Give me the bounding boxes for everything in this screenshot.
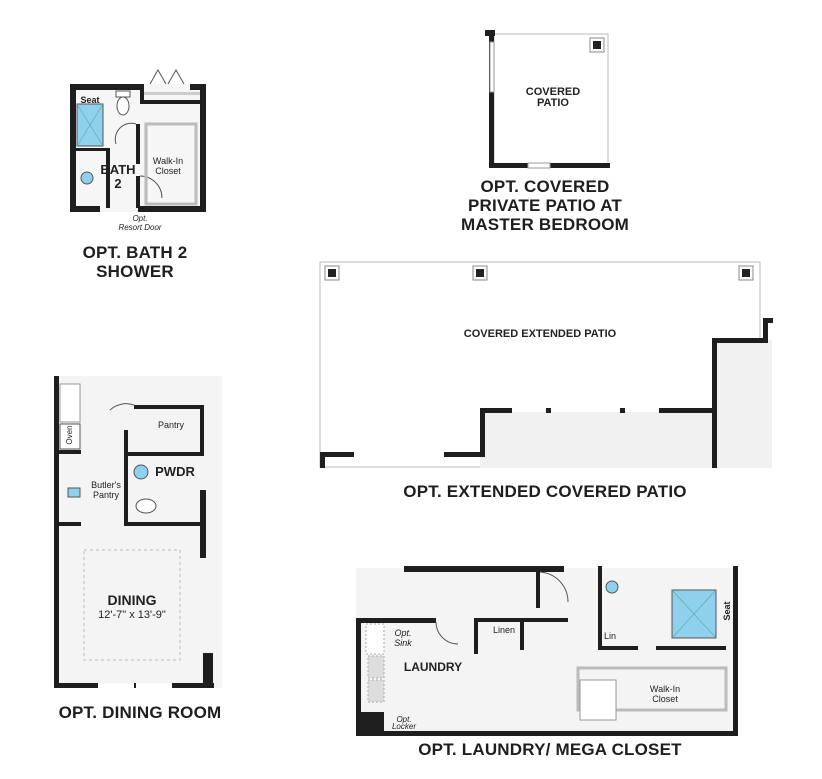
private-patio-room-line2: PATIO — [537, 97, 569, 109]
laundry-linen-label: Linen — [492, 625, 516, 635]
dining-dimensions: 12'-7" x 13'-9" — [98, 609, 166, 621]
bath2-walkin-line1: Walk-In — [152, 156, 184, 166]
bath2-walkin-line2: Closet — [155, 166, 181, 176]
bath2-caption-line2: SHOWER — [96, 262, 174, 281]
private-patio-caption-line1: OPT. COVERED — [480, 177, 610, 196]
laundry-walkin-line1: Walk-In — [649, 684, 681, 694]
extended-patio-room-name: COVERED EXTENDED PATIO — [463, 328, 617, 340]
dining-room-name: DINING — [107, 592, 157, 608]
laundry-lin-label: Lin — [603, 631, 616, 641]
dining-oven-label: Oven — [65, 425, 74, 445]
laundry-sink-line1: Opt. — [394, 628, 412, 638]
bath2-plan — [70, 68, 206, 212]
private-patio-caption-line3: MASTER BEDROOM — [460, 215, 630, 234]
laundry-sink-line2: Sink — [394, 638, 412, 648]
bath2-resort-line1: Opt. — [132, 214, 148, 223]
extended-patio-caption: OPT. EXTENDED COVERED PATIO — [403, 482, 687, 501]
bath2-seat-label: Seat — [80, 95, 100, 105]
laundry-caption: OPT. LAUNDRY/ MEGA CLOSET — [418, 740, 682, 759]
bath2-room-number: 2 — [114, 176, 122, 191]
dining-pantry-label: Pantry — [157, 420, 184, 430]
laundry-seat-label: Seat — [722, 601, 732, 621]
bath2-resort-line2: Resort Door — [118, 223, 162, 232]
laundry-room-name: LAUNDRY — [403, 660, 463, 674]
dining-caption: OPT. DINING ROOM — [58, 703, 222, 722]
dining-plan — [54, 376, 222, 688]
bath2-room-name: BATH — [100, 162, 136, 177]
extended-patio-plan — [319, 261, 773, 468]
laundry-walkin-line2: Closet — [652, 694, 678, 704]
private-patio-plan — [485, 30, 610, 169]
dining-pwdr-label: PWDR — [155, 464, 195, 479]
private-patio-caption-line2: PRIVATE PATIO AT — [468, 196, 622, 215]
laundry-locker-line2: Locker — [391, 722, 416, 731]
dining-butlers-line1: Butler's — [91, 480, 121, 490]
laundry-locker-line1: Opt. — [396, 715, 412, 724]
laundry-plan — [356, 566, 738, 736]
bath2-caption-line1: OPT. BATH 2 — [82, 243, 188, 262]
dining-butlers-line2: Pantry — [92, 490, 119, 500]
private-patio-room-line1: COVERED — [525, 86, 581, 98]
